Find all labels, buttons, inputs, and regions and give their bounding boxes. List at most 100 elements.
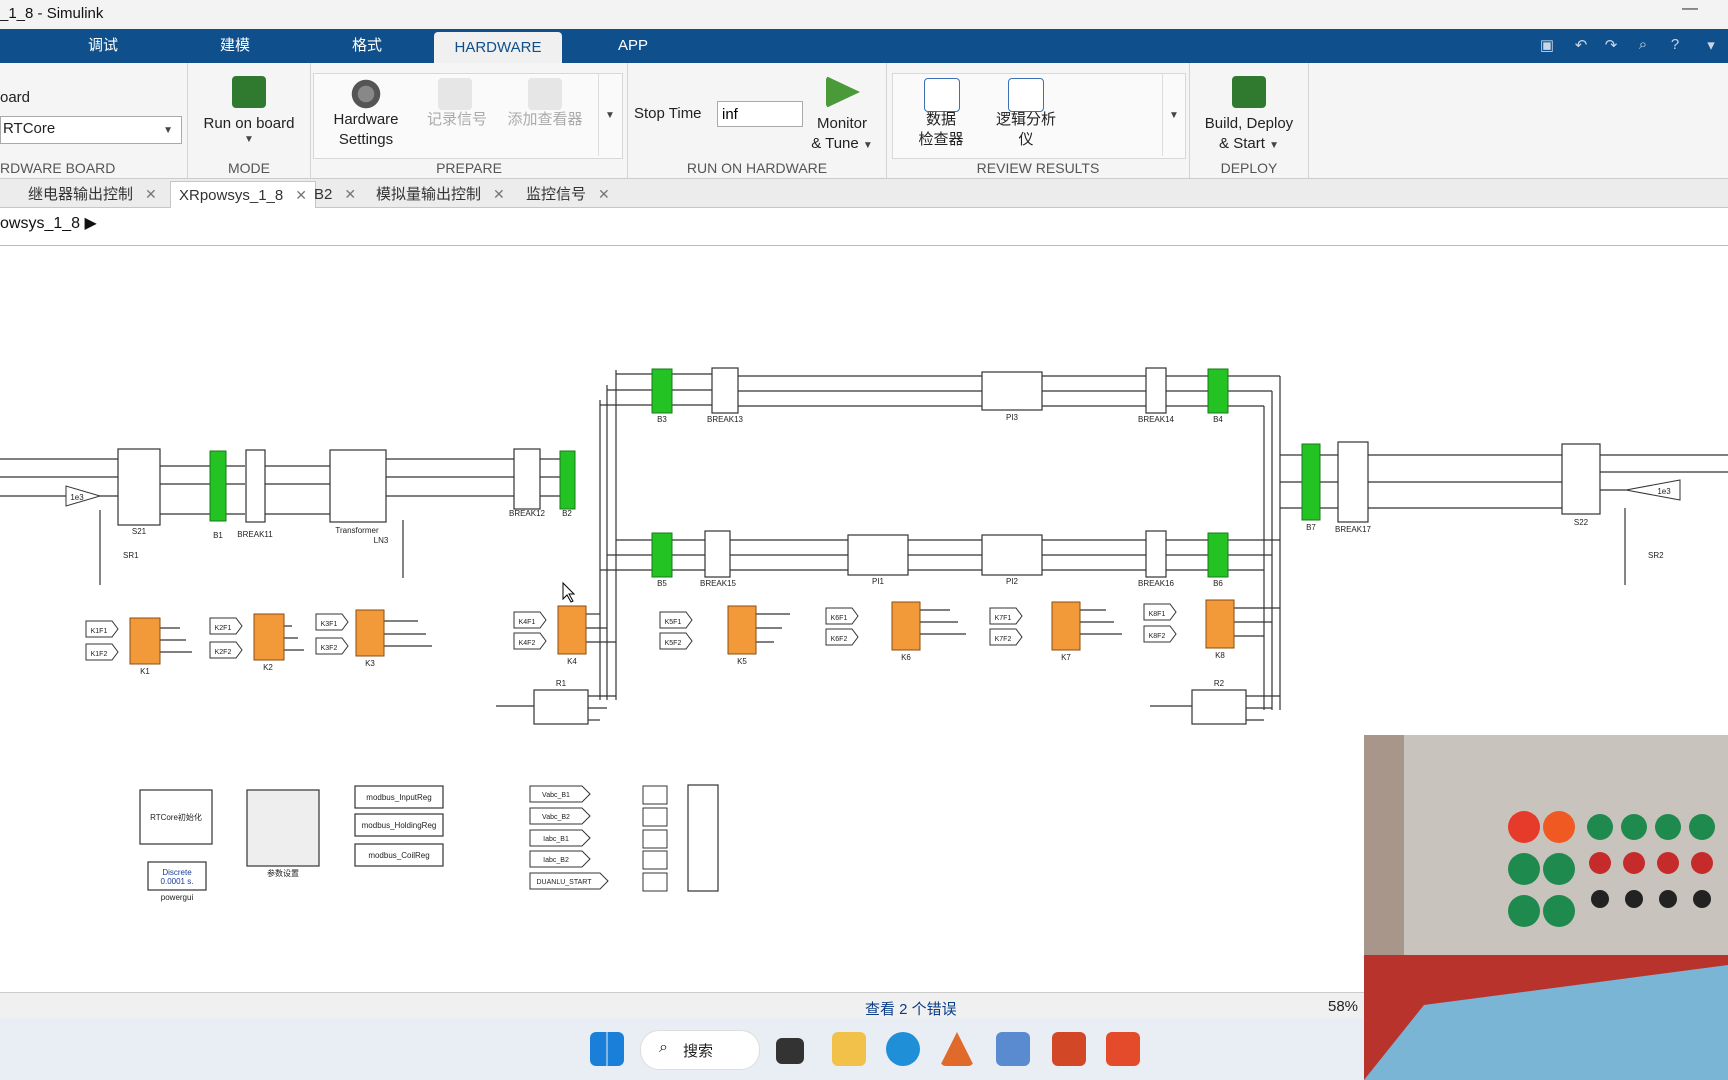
errors-link[interactable]: 查看 2 个错误 (865, 1001, 957, 1018)
inport-label: K6F2 (831, 636, 848, 643)
doc-tab-relay-output[interactable]: 继电器输出控制✕ (20, 181, 165, 207)
close-icon[interactable]: ✕ (598, 186, 610, 202)
breadcrumb[interactable]: owsys_1_8 ▶ (0, 213, 97, 233)
close-icon[interactable]: ✕ (145, 186, 157, 202)
review-expand-button[interactable]: ▼ (1162, 74, 1185, 156)
block-label: modbus_HoldingReg (362, 821, 437, 830)
inport-label: K4F1 (519, 619, 536, 626)
task-view-icon[interactable] (776, 1038, 804, 1064)
block-label: BREAK15 (700, 579, 737, 588)
add-viewer-button[interactable]: 添加查看器 (507, 111, 583, 128)
doc-tab-monitor-signal[interactable]: 监控信号✕ (518, 181, 618, 207)
logic-analyzer-label-1: 逻辑分析 (995, 111, 1056, 128)
transformer-block (329, 449, 387, 523)
close-icon[interactable]: ✕ (344, 186, 357, 202)
save-icon[interactable]: ▣ (1539, 37, 1555, 54)
powerpoint-icon[interactable] (1052, 1032, 1086, 1066)
block-label: SR2 (1648, 551, 1664, 560)
modbus-block (354, 843, 444, 867)
block-label: 参数设置 (267, 868, 299, 878)
inport-label: K8F2 (1149, 633, 1166, 640)
taskbar-search[interactable]: ⌕ 搜索 (640, 1030, 760, 1070)
block-label: LN3 (374, 536, 389, 545)
pi-line-block (981, 534, 1043, 576)
app-icon[interactable] (996, 1032, 1030, 1066)
mouse-cursor (562, 581, 576, 603)
doc-tab-label: 模拟量输出控制 (376, 186, 482, 203)
app-icon[interactable] (1106, 1032, 1140, 1066)
inport-label: K3F2 (321, 645, 338, 652)
breaker-k8 (1205, 599, 1235, 649)
block-label: S21 (132, 527, 147, 536)
group-run-on-hardware (628, 63, 887, 178)
build-deploy-label-2-row: & Start ▼ (1192, 134, 1306, 156)
breaker-block (704, 530, 731, 578)
tab-debug[interactable]: 调试 (87, 37, 118, 54)
monitor-tune-button[interactable]: Monitor & Tune ▼ (800, 114, 884, 156)
gain-label: 1e3 (70, 493, 84, 502)
minimize-button[interactable]: — (1682, 0, 1698, 17)
modbus-block (354, 813, 444, 837)
record-signal-button[interactable]: 记录信号 (426, 111, 487, 128)
gain-block (1625, 479, 1681, 501)
stop-time-input[interactable] (717, 101, 803, 127)
breaker-k1 (129, 617, 161, 665)
block-label: PI3 (1006, 413, 1019, 422)
tab-format[interactable]: 格式 (351, 37, 382, 54)
modbus-block (354, 785, 444, 809)
chevron-down-icon: ▼ (605, 110, 615, 121)
wireless-icon (438, 78, 472, 110)
group-title-run-on-hardware: RUN ON HARDWARE (686, 160, 828, 176)
redo-icon[interactable]: ↷ (1604, 37, 1618, 54)
chevron-down-icon: ▼ (163, 125, 173, 136)
logic-analyzer-button[interactable]: 逻辑分析 仪 (980, 110, 1072, 150)
doc-tab-b2[interactable]: B2✕ (306, 181, 364, 207)
block-label: BREAK13 (707, 415, 744, 424)
gallery-expand-button[interactable]: ▼ (598, 74, 621, 156)
title-bar: _1_8 - Simulink — (0, 0, 1728, 29)
file-explorer-icon[interactable] (832, 1032, 866, 1066)
block-label: K7 (1061, 653, 1071, 662)
help-icon[interactable]: ? (1670, 36, 1680, 53)
tab-modeling[interactable]: 建模 (219, 37, 250, 54)
status-bar (0, 992, 1366, 1019)
doc-tab-analog-output[interactable]: 模拟量输出控制 ✕ (368, 181, 513, 207)
block-label: S22 (1574, 518, 1589, 527)
data-inspector-label-1: 数据 (925, 111, 956, 128)
breadcrumb-model: owsys_1_8 (0, 215, 81, 232)
build-deploy-button[interactable]: Build, Deploy & Start ▼ (1192, 114, 1306, 156)
group-title-mode: MODE (228, 160, 270, 176)
breaker-block (1145, 367, 1167, 414)
search-icon: ⌕ (659, 1039, 668, 1056)
inport-label: K6F1 (831, 615, 848, 622)
hardware-settings-button[interactable]: Hardware Settings (322, 110, 410, 150)
board-label: oard (0, 89, 31, 106)
tab-hardware[interactable]: HARDWARE (434, 32, 562, 63)
window-title: _1_8 - Simulink (0, 5, 104, 22)
undo-icon[interactable]: ↶ (1574, 37, 1588, 54)
close-icon[interactable]: ✕ (493, 186, 505, 202)
edge-icon[interactable] (886, 1032, 920, 1066)
close-icon[interactable]: ✕ (295, 187, 307, 203)
data-inspector-button[interactable]: 数据 检查器 (904, 110, 978, 150)
inport-label: K5F1 (665, 619, 682, 626)
search-icon[interactable]: ⌕ (1638, 36, 1648, 53)
signal-label: Vabc_B2 (542, 814, 570, 821)
group-title-prepare: PREPARE (436, 160, 502, 176)
bus-b4 (1207, 368, 1229, 414)
more-icon[interactable]: ▾ (1707, 37, 1715, 54)
bus-b1 (209, 450, 227, 522)
run-on-board-button[interactable]: Run on board ▼ (188, 114, 310, 145)
block-label: B1 (213, 531, 223, 540)
block-label: BREAK12 (509, 509, 546, 518)
bus-b6 (1207, 532, 1229, 578)
windows-start-icon[interactable] (590, 1032, 624, 1066)
gain-label: 1e3 (1657, 487, 1671, 496)
block-label: SR1 (123, 551, 139, 560)
board-select[interactable]: RTCore ▼ (0, 116, 182, 144)
block-label: B5 (657, 579, 667, 588)
doc-tab-xrpowsys[interactable]: XRpowsys_1_8✕ (170, 181, 316, 208)
hardware-settings-label-2: Settings (338, 131, 394, 148)
tab-app[interactable]: APP (617, 37, 648, 54)
bus-b3 (651, 368, 673, 414)
